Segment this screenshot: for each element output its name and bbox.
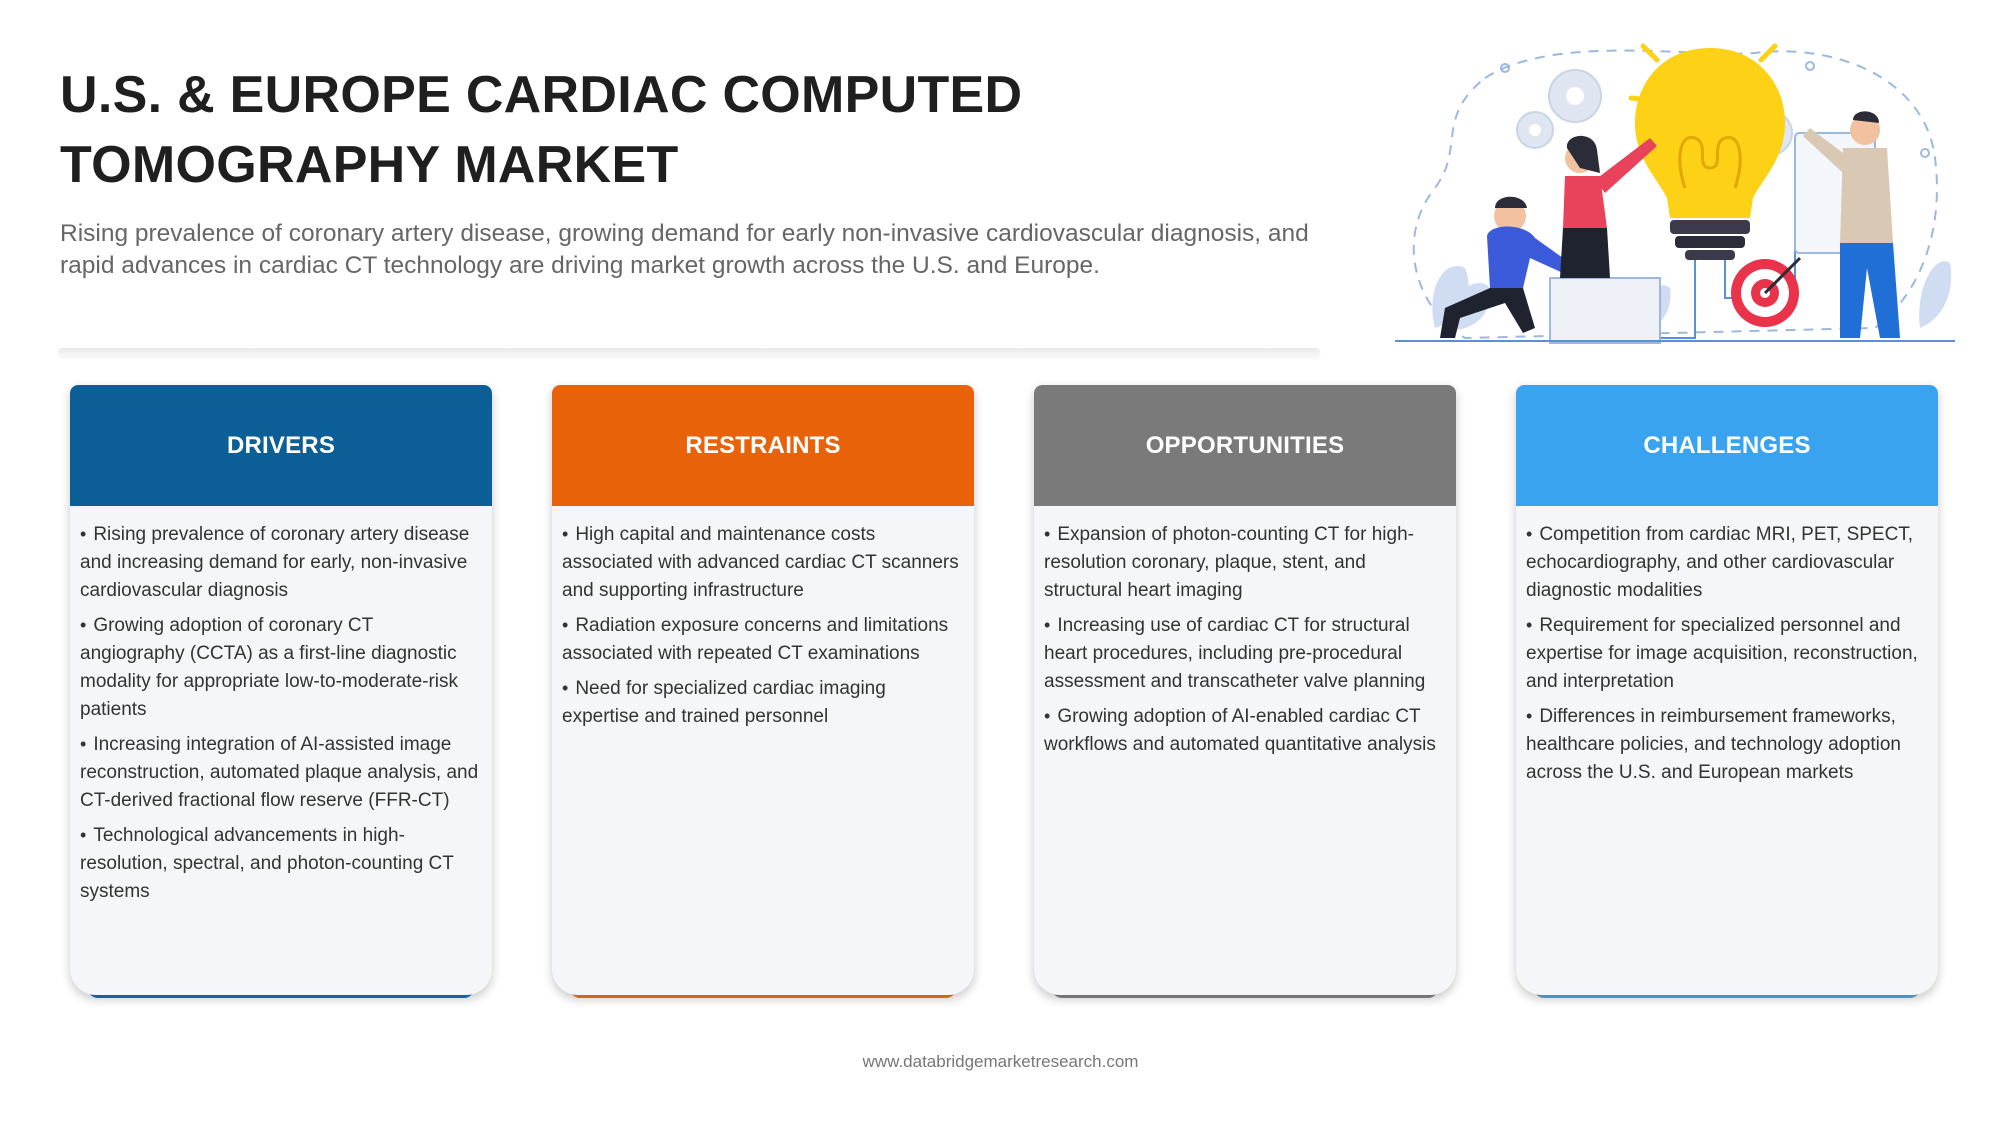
restraints-card: RESTRAINTS High capital and maintenance … [552,385,974,998]
list-item: Requirement for specialized personnel an… [1526,611,1928,696]
restraints-card-title: RESTRAINTS [685,431,841,459]
list-item: Rising prevalence of coronary artery dis… [80,520,482,605]
challenges-card-title: CHALLENGES [1643,431,1811,459]
list-item: Growing adoption of coronary CT angiogra… [80,611,482,724]
opportunities-card: OPPORTUNITIES Expansion of photon-counti… [1034,385,1456,998]
challenges-list: Competition from cardiac MRI, PET, SPECT… [1526,520,1928,787]
lightbulb-teamwork-illustration-icon [1395,43,1955,344]
list-item: Expansion of photon-counting CT for high… [1044,520,1446,605]
page-title-line2: TOMOGRAPHY MARKET [60,136,679,194]
list-item: Differences in reimbursement frameworks,… [1526,702,1928,787]
drivers-card: DRIVERS Rising prevalence of coronary ar… [70,385,492,998]
footer-url: www.databridgemarketresearch.com [862,1052,1139,1071]
drivers-card-title: DRIVERS [226,431,336,459]
challenges-card-header: CHALLENGES [1516,385,1938,506]
list-item: Growing adoption of AI-enabled cardiac C… [1044,702,1446,759]
restraints-list: High capital and maintenance costs assoc… [562,520,964,731]
list-item: Need for specialized cardiac imaging exp… [562,674,964,731]
opportunities-list: Expansion of photon-counting CT for high… [1044,520,1446,759]
opportunities-card-title: OPPORTUNITIES [1145,431,1345,459]
drivers-card-header: DRIVERS [70,385,492,506]
list-item: Increasing use of cardiac CT for structu… [1044,611,1446,696]
page-subtitle: Rising prevalence of coronary artery dis… [60,220,1309,279]
restraints-card-header: RESTRAINTS [552,385,974,506]
page-title-line1: U.S. & EUROPE CARDIAC COMPUTED [60,66,1023,124]
opportunities-card-header: OPPORTUNITIES [1034,385,1456,506]
page-title: U.S. & EUROPE CARDIAC COMPUTED TOMOGRAPH… [60,60,1160,200]
list-item: High capital and maintenance costs assoc… [562,520,964,605]
challenges-card: CHALLENGES Competition from cardiac MRI,… [1516,385,1938,998]
list-item: Competition from cardiac MRI, PET, SPECT… [1526,520,1928,605]
drivers-list: Rising prevalence of coronary artery dis… [80,520,482,906]
list-item: Radiation exposure concerns and limitati… [562,611,964,668]
header-divider [58,348,1320,356]
list-item: Increasing integration of AI-assisted im… [80,730,482,815]
list-item: Technological advancements in high-resol… [80,821,482,906]
